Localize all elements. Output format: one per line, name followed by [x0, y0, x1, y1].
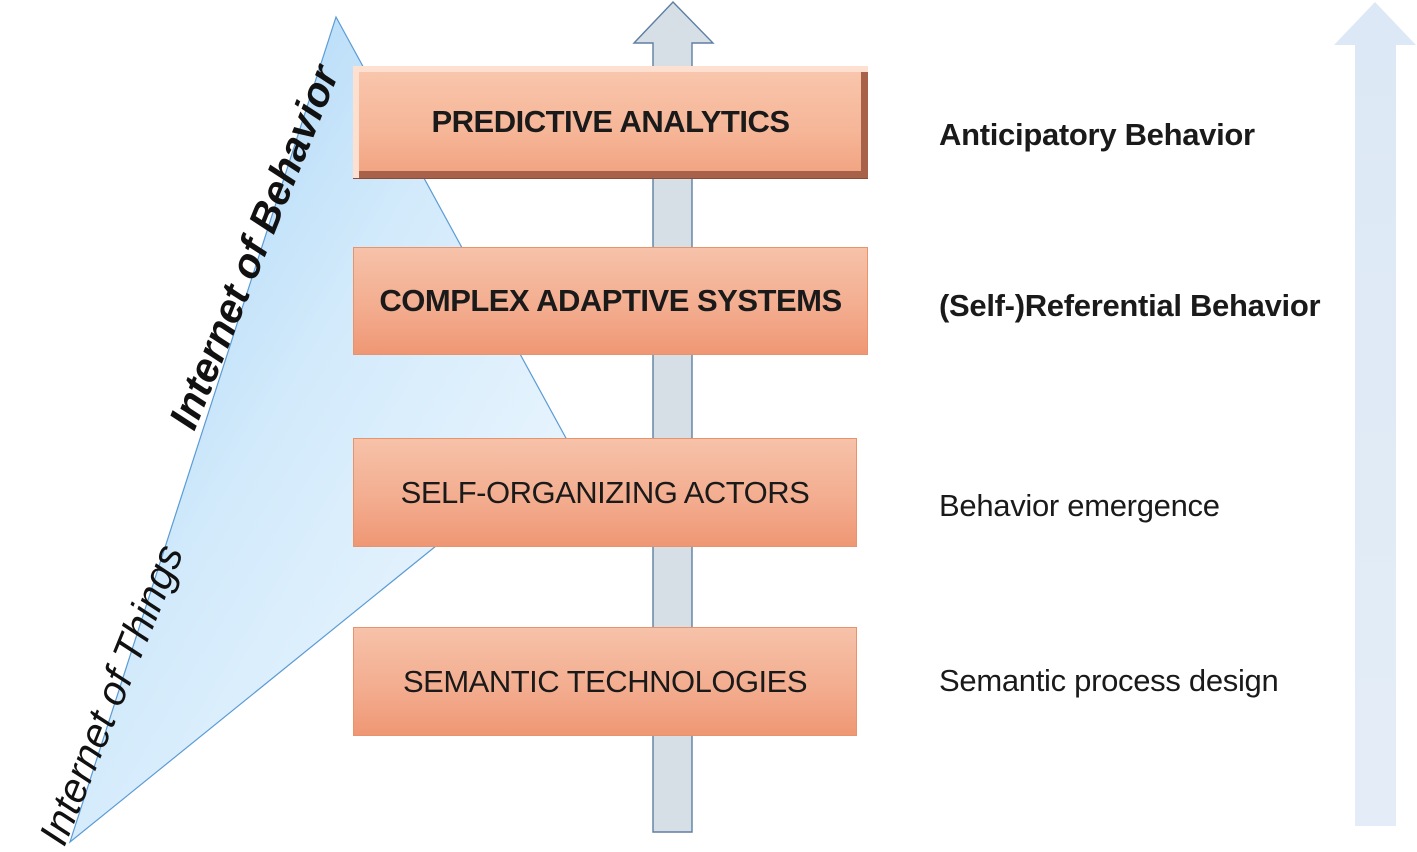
description-behavior-emergence: Behavior emergence: [939, 488, 1220, 523]
layer-box-self-organizing-actors: SELF-ORGANIZING ACTORS: [353, 438, 857, 547]
triangle-shape: [68, 15, 568, 844]
layer-box-complex-adaptive-systems: COMPLEX ADAPTIVE SYSTEMS: [353, 247, 868, 355]
description-semantic-process-design: Semantic process design: [939, 663, 1279, 698]
central-up-arrow-icon: [632, 0, 715, 833]
layer-box-semantic-technologies: SEMANTIC TECHNOLOGIES: [353, 627, 857, 736]
description-anticipatory-behavior: Anticipatory Behavior: [939, 117, 1255, 152]
layer-box-predictive-analytics: PREDICTIVE ANALYTICS: [353, 66, 868, 178]
description-self-referential-behavior: (Self-)Referential Behavior: [939, 288, 1321, 323]
big-up-arrow-icon: [1334, 2, 1416, 826]
